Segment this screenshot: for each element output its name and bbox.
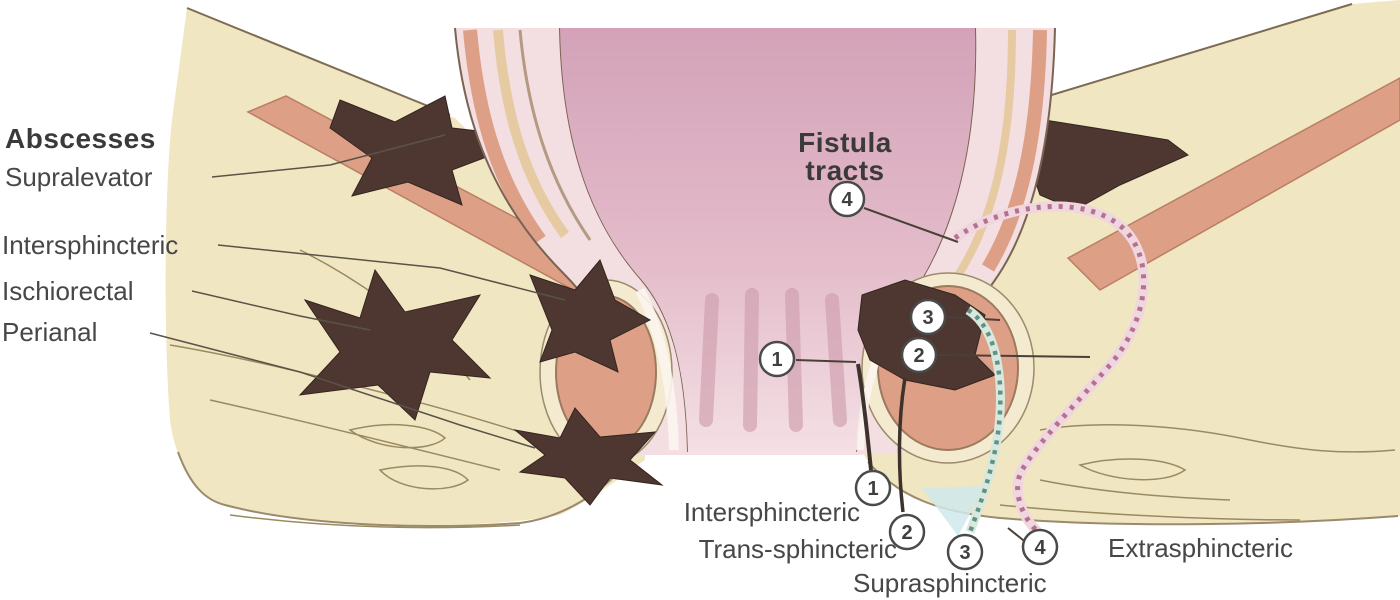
tract-markers: 4 1 3 2 1 2 3 4 <box>758 180 1059 571</box>
tract-suprasphincteric <box>966 308 1003 533</box>
label-extrasphincteric-tract: Extrasphincteric <box>1108 533 1293 563</box>
label-ischiorectal: Ischiorectal <box>2 276 134 306</box>
abscess-leader-lines <box>149 134 566 449</box>
body-edge-top-right <box>1034 3 1353 101</box>
tract4-top-leader <box>863 207 959 243</box>
marker-canal-3: 3 <box>909 298 947 336</box>
marker-top-4: 4 <box>828 180 866 218</box>
levator-ani-muscles <box>246 77 1400 321</box>
marker-top-4-number: 4 <box>841 189 853 211</box>
ischiorectal-leader <box>191 290 371 331</box>
muscle-layer-stripe <box>951 29 1016 283</box>
marker-canal-2-number: 2 <box>913 345 924 367</box>
tract-extrasphincteric <box>953 203 1147 534</box>
labels: Abscesses Supralevator Intersphincteric … <box>2 123 1293 598</box>
abscesses-group <box>298 259 996 506</box>
abscesses-heading: Abscesses <box>5 123 156 154</box>
label-intersphincteric-tract: Intersphincteric <box>684 497 860 527</box>
ischiorectal-abscess <box>298 268 492 421</box>
fistula-heading-line2: tracts <box>805 155 884 186</box>
body-edge-bottom-right <box>867 461 1399 526</box>
tract-intersphincteric <box>856 363 873 471</box>
label-perianal: Perianal <box>2 317 97 347</box>
muscle-layer-stripe <box>518 29 592 241</box>
marker-canal-1-number: 1 <box>771 349 782 371</box>
marker-canal-2: 2 <box>900 336 938 374</box>
supralevator-leader <box>211 134 446 178</box>
supralevator-abscess-left <box>329 95 516 206</box>
marker-bottom-1-number: 1 <box>867 478 878 500</box>
perianal-abscess <box>513 407 664 506</box>
muscle-layer-stripe <box>982 29 1047 272</box>
marker-bottom-4-number: 4 <box>1034 537 1046 559</box>
tract2-leader <box>936 354 1091 358</box>
marker-bottom-4: 4 <box>1021 528 1059 566</box>
marker-bottom-2-number: 2 <box>901 522 912 544</box>
label-suprasphincteric-tract: Suprasphincteric <box>853 568 1047 598</box>
marker-canal-3-number: 3 <box>922 307 933 329</box>
tract-highlight-patch <box>922 486 985 536</box>
label-supralevator: Supralevator <box>5 162 153 192</box>
tract-transsphincteric <box>897 377 907 513</box>
intersphincteric-abscess <box>529 259 652 373</box>
tract1-leader <box>795 359 857 363</box>
longitudinal-muscle-left <box>635 287 679 451</box>
marker-bottom-3-number: 3 <box>959 542 970 564</box>
perianal-leader <box>149 332 536 449</box>
label-transsphincteric-tract: Trans-sphincteric <box>699 534 897 564</box>
intersphincteric-leader <box>217 244 566 301</box>
label-intersphincteric-abscess: Intersphincteric <box>2 230 178 260</box>
fistula-heading-line1: Fistula <box>798 127 892 158</box>
muscle-layer-stripe <box>493 29 570 238</box>
marker-bottom-3: 3 <box>946 533 984 571</box>
body-edge-top-left <box>186 7 451 116</box>
fistula-tracts-group <box>795 201 1149 545</box>
levator-muscle-right <box>1066 77 1400 291</box>
left-buttock-fat <box>165 8 645 526</box>
marker-bottom-2: 2 <box>888 513 926 551</box>
anal-columns <box>699 288 847 432</box>
marker-bottom-1: 1 <box>854 469 892 507</box>
marker-canal-1: 1 <box>758 340 796 378</box>
body-edge-bottom-left <box>177 451 629 527</box>
muscle-layer-stripe <box>463 29 546 245</box>
